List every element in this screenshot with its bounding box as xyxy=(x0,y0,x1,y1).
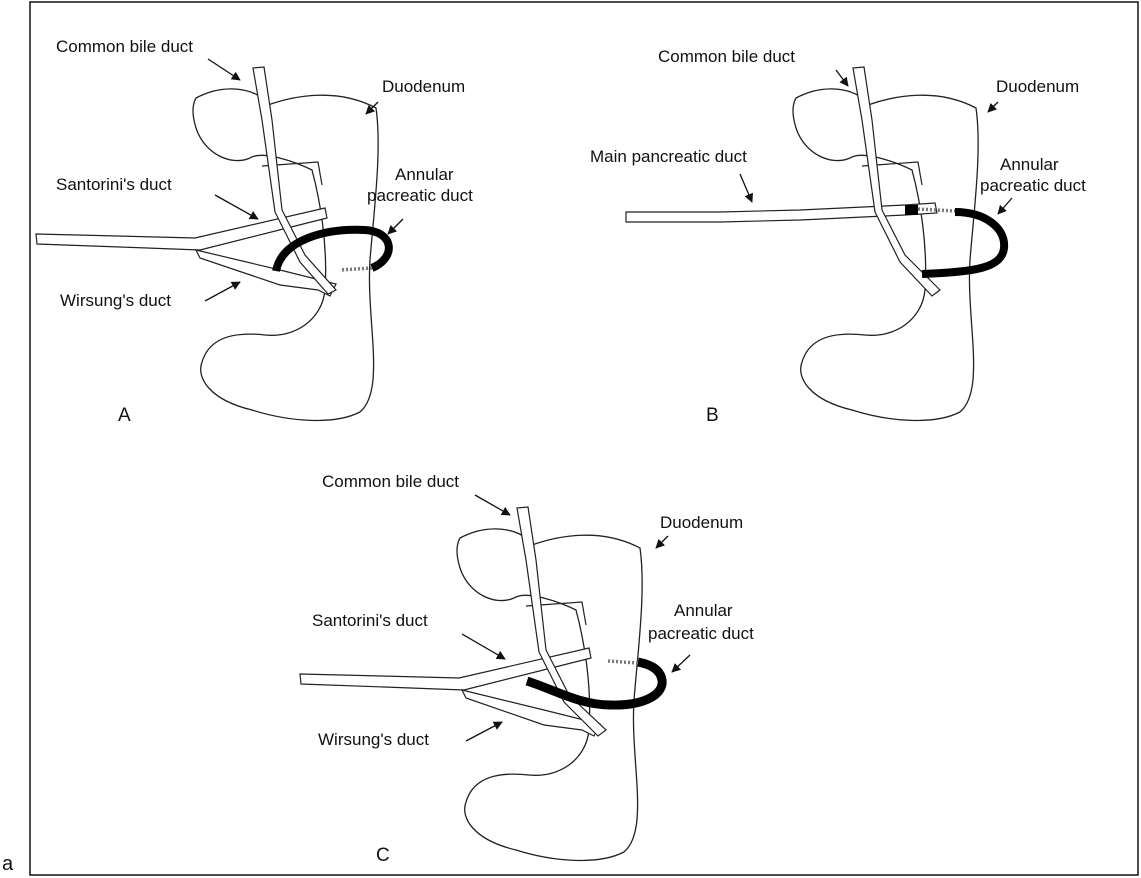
panel-b: Common bile duct Duodenum Main pancreati… xyxy=(590,47,1086,426)
panel-letter-b: B xyxy=(706,405,719,426)
label-duodenum: Duodenum xyxy=(660,513,743,532)
label-annular-2: pacreatic duct xyxy=(367,186,473,205)
label-common-bile-duct: Common bile duct xyxy=(56,37,193,56)
panel-a: Common bile duct Duodenum Santorini's du… xyxy=(36,37,473,426)
label-common-bile-duct: Common bile duct xyxy=(322,472,459,491)
corner-label: a xyxy=(2,853,14,875)
panel-letter-c: C xyxy=(376,845,390,866)
arrow-annular xyxy=(998,198,1012,214)
arrow-wirsung xyxy=(205,282,240,301)
arrow-santorini xyxy=(462,634,505,659)
panel-c: Common bile duct Duodenum Santorini's du… xyxy=(300,472,754,866)
label-annular-1: Annular xyxy=(674,601,733,620)
label-santorini: Santorini's duct xyxy=(56,175,172,194)
duodenum-outline xyxy=(793,89,978,421)
label-main-pancreatic: Main pancreatic duct xyxy=(590,147,747,166)
label-annular-2: pacreatic duct xyxy=(648,624,754,643)
arrow-duodenum xyxy=(656,536,668,548)
arrow-annular xyxy=(672,655,690,672)
label-common-bile-duct: Common bile duct xyxy=(658,47,795,66)
arrow-common-bile-duct xyxy=(208,59,240,80)
arrow-duodenum xyxy=(988,102,998,112)
label-santorini: Santorini's duct xyxy=(312,611,428,630)
main-pancreatic-duct xyxy=(626,203,937,222)
label-wirsung: Wirsung's duct xyxy=(60,291,171,310)
arrow-main-pancreatic xyxy=(740,174,752,202)
label-annular-1: Annular xyxy=(395,165,454,184)
arrow-santorini xyxy=(215,195,258,219)
panel-letter-a: A xyxy=(118,405,131,426)
label-annular-1: Annular xyxy=(1000,155,1059,174)
duodenum-outline xyxy=(457,529,642,861)
arrow-common-bile-duct xyxy=(475,495,510,515)
label-duodenum: Duodenum xyxy=(996,77,1079,96)
label-duodenum: Duodenum xyxy=(382,77,465,96)
arrow-wirsung xyxy=(466,722,502,741)
label-wirsung: Wirsung's duct xyxy=(318,730,429,749)
arrow-common-bile-duct xyxy=(836,70,848,86)
arrow-annular xyxy=(388,219,403,234)
label-annular-2: pacreatic duct xyxy=(980,176,1086,195)
